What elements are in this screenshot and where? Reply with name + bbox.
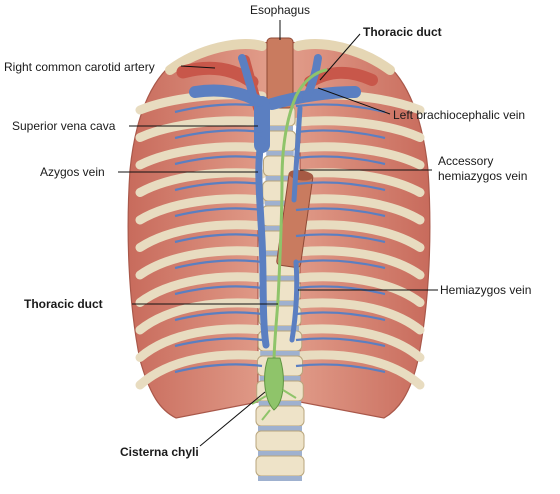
intervertebral-disc	[266, 151, 294, 156]
intercostal-vein-right	[295, 285, 386, 296]
intercostal-vein-left	[174, 181, 263, 192]
rib-left	[135, 324, 267, 362]
intercostal-vein-left	[174, 103, 263, 114]
intercostal-vein-left	[174, 363, 263, 374]
intervertebral-disc	[264, 201, 296, 206]
upper-rib-arch	[165, 39, 395, 75]
rib-right	[293, 220, 425, 252]
rib-left	[135, 168, 267, 197]
rib-right	[293, 324, 425, 362]
label-hemiazygos-vein: Hemiazygos vein	[440, 283, 531, 297]
rib-left	[135, 298, 267, 335]
rib-left	[135, 272, 267, 307]
label-accessory-hemiazygos-line2: hemiazygos vein	[438, 169, 527, 183]
left-brachiocephalic-vein	[266, 86, 361, 110]
intercostal-vein-right	[295, 311, 386, 322]
intervertebral-disc	[260, 351, 300, 356]
rib-left	[135, 220, 267, 252]
label-azygos-vein: Azygos vein	[40, 165, 105, 179]
label-esophagus: Esophagus	[250, 3, 310, 17]
intercostal-vein-right	[295, 259, 386, 270]
vertebra	[255, 405, 305, 427]
azygos-vein	[255, 136, 270, 349]
intercostal-vein-left	[174, 337, 263, 348]
intervertebral-disc	[267, 126, 293, 131]
label-accessory-hemiazygos-line1: Accessory	[438, 154, 493, 168]
intercostal-vein-right	[295, 363, 386, 374]
jugular-veins	[238, 54, 322, 102]
intervertebral-disc	[265, 176, 295, 181]
intercostal-vein-left	[174, 207, 263, 218]
intercostal-vein-right	[295, 181, 386, 192]
intervertebral-disc	[258, 426, 302, 431]
rib-left	[135, 246, 267, 280]
rib-left	[135, 116, 267, 142]
intercostal-vein-left	[174, 285, 263, 296]
intervertebral-disc	[261, 326, 299, 331]
hemiazygos-vein	[289, 259, 300, 343]
rib-right	[293, 272, 425, 307]
rib-right	[293, 142, 425, 170]
ribs	[135, 90, 425, 390]
intervertebral-disc	[258, 476, 302, 481]
intercostal-vein-right	[295, 103, 386, 114]
label-right-common-carotid-artery: Right common carotid artery	[4, 60, 155, 74]
rib-right	[293, 246, 425, 280]
intervertebral-disc	[258, 451, 302, 456]
intercostal-vein-left	[174, 311, 263, 322]
rib-right	[293, 116, 425, 142]
rib-right	[293, 350, 425, 390]
rib-right	[293, 298, 425, 335]
label-thoracic-duct-top: Thoracic duct	[363, 25, 442, 39]
intercostal-vein-right	[295, 337, 386, 348]
intervertebral-disc	[261, 301, 299, 306]
cisterna-chyli	[264, 357, 284, 411]
rib-left	[135, 194, 267, 225]
accessory-hemiazygos-vein	[291, 105, 303, 203]
intervertebral-disc	[258, 401, 302, 406]
intercostal-vein-right	[295, 207, 386, 218]
intercostal-vein-left	[174, 259, 263, 270]
vertebra	[255, 455, 305, 477]
label-thoracic-duct-left: Thoracic duct	[24, 297, 103, 311]
intercostal-vein-right	[295, 155, 386, 166]
intercostal-veins	[174, 103, 386, 374]
rib-left	[135, 350, 267, 390]
intercostal-vein-right	[295, 233, 386, 244]
rib-left	[135, 142, 267, 170]
label-cisterna-chyli: Cisterna chyli	[120, 445, 199, 459]
intercostal-vein-left	[174, 233, 263, 244]
intercostal-vein-right	[295, 129, 386, 140]
label-left-brachiocephalic-vein: Left brachiocephalic vein	[393, 108, 525, 122]
vertebra	[255, 430, 305, 452]
intercostal-vein-left	[174, 129, 263, 140]
rib-right	[293, 194, 425, 225]
lymph-branches	[251, 389, 297, 421]
thoracic-duct	[272, 68, 328, 394]
leader-lines	[118, 20, 438, 447]
rib-right	[293, 168, 425, 197]
intercostal-vein-left	[174, 155, 263, 166]
label-superior-vena-cava: Superior vena cava	[12, 119, 116, 133]
